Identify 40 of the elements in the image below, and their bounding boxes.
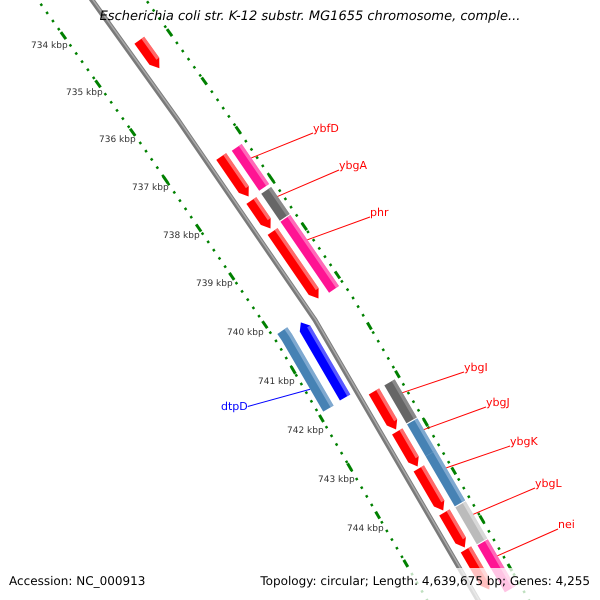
gene-label: ybfD — [313, 123, 339, 134]
gene-bar — [232, 144, 270, 191]
gene-bar — [384, 379, 417, 424]
gene-bar — [280, 214, 339, 293]
gene-label: phr — [370, 207, 388, 218]
gene-label: dtpD — [221, 401, 248, 412]
gene-bar — [426, 450, 466, 506]
scale-label: 736 kbp — [99, 136, 136, 145]
gene-label: ybgA — [339, 160, 367, 171]
gene-label: ybgL — [535, 478, 562, 489]
gene-label: nei — [558, 519, 575, 530]
genome-info-text: Topology: circular; Length: 4,639,675 bp; Genes: 4,255 — [260, 575, 590, 587]
accession-text: Accession: NC_000913 — [9, 575, 146, 587]
leader-line — [306, 216, 370, 240]
leader-line — [277, 170, 340, 197]
gene-bar — [455, 501, 488, 544]
scale-label: 742 kbp — [287, 427, 324, 436]
scale-label: 738 kbp — [163, 232, 200, 241]
scale-label: 735 kbp — [66, 89, 103, 98]
scale-label: 737 kbp — [132, 184, 169, 193]
gene-bar — [277, 327, 334, 412]
leader-line — [496, 528, 558, 556]
gene-label: ybgI — [464, 362, 488, 373]
scale-label: 734 kbp — [31, 42, 68, 51]
scale-label: 739 kbp — [196, 280, 233, 289]
leader-line — [402, 372, 464, 394]
leader-line — [423, 406, 486, 430]
gene-bar — [407, 418, 436, 456]
gene-label: ybgJ — [486, 397, 510, 408]
leader-line — [446, 446, 510, 468]
gene-label: ybgK — [510, 436, 538, 447]
scale-label: 740 kbp — [227, 329, 264, 338]
gene-bar — [261, 186, 290, 221]
scale-label: 744 kbp — [347, 525, 384, 534]
title: Escherichia coli str. K-12 substr. MG1655 chromosome, comple... — [98, 10, 522, 23]
leader-line — [472, 488, 536, 515]
leader-line — [250, 132, 314, 158]
scale-label: 741 kbp — [258, 378, 295, 387]
scale-label: 743 kbp — [318, 476, 355, 485]
leader-line — [247, 388, 311, 407]
